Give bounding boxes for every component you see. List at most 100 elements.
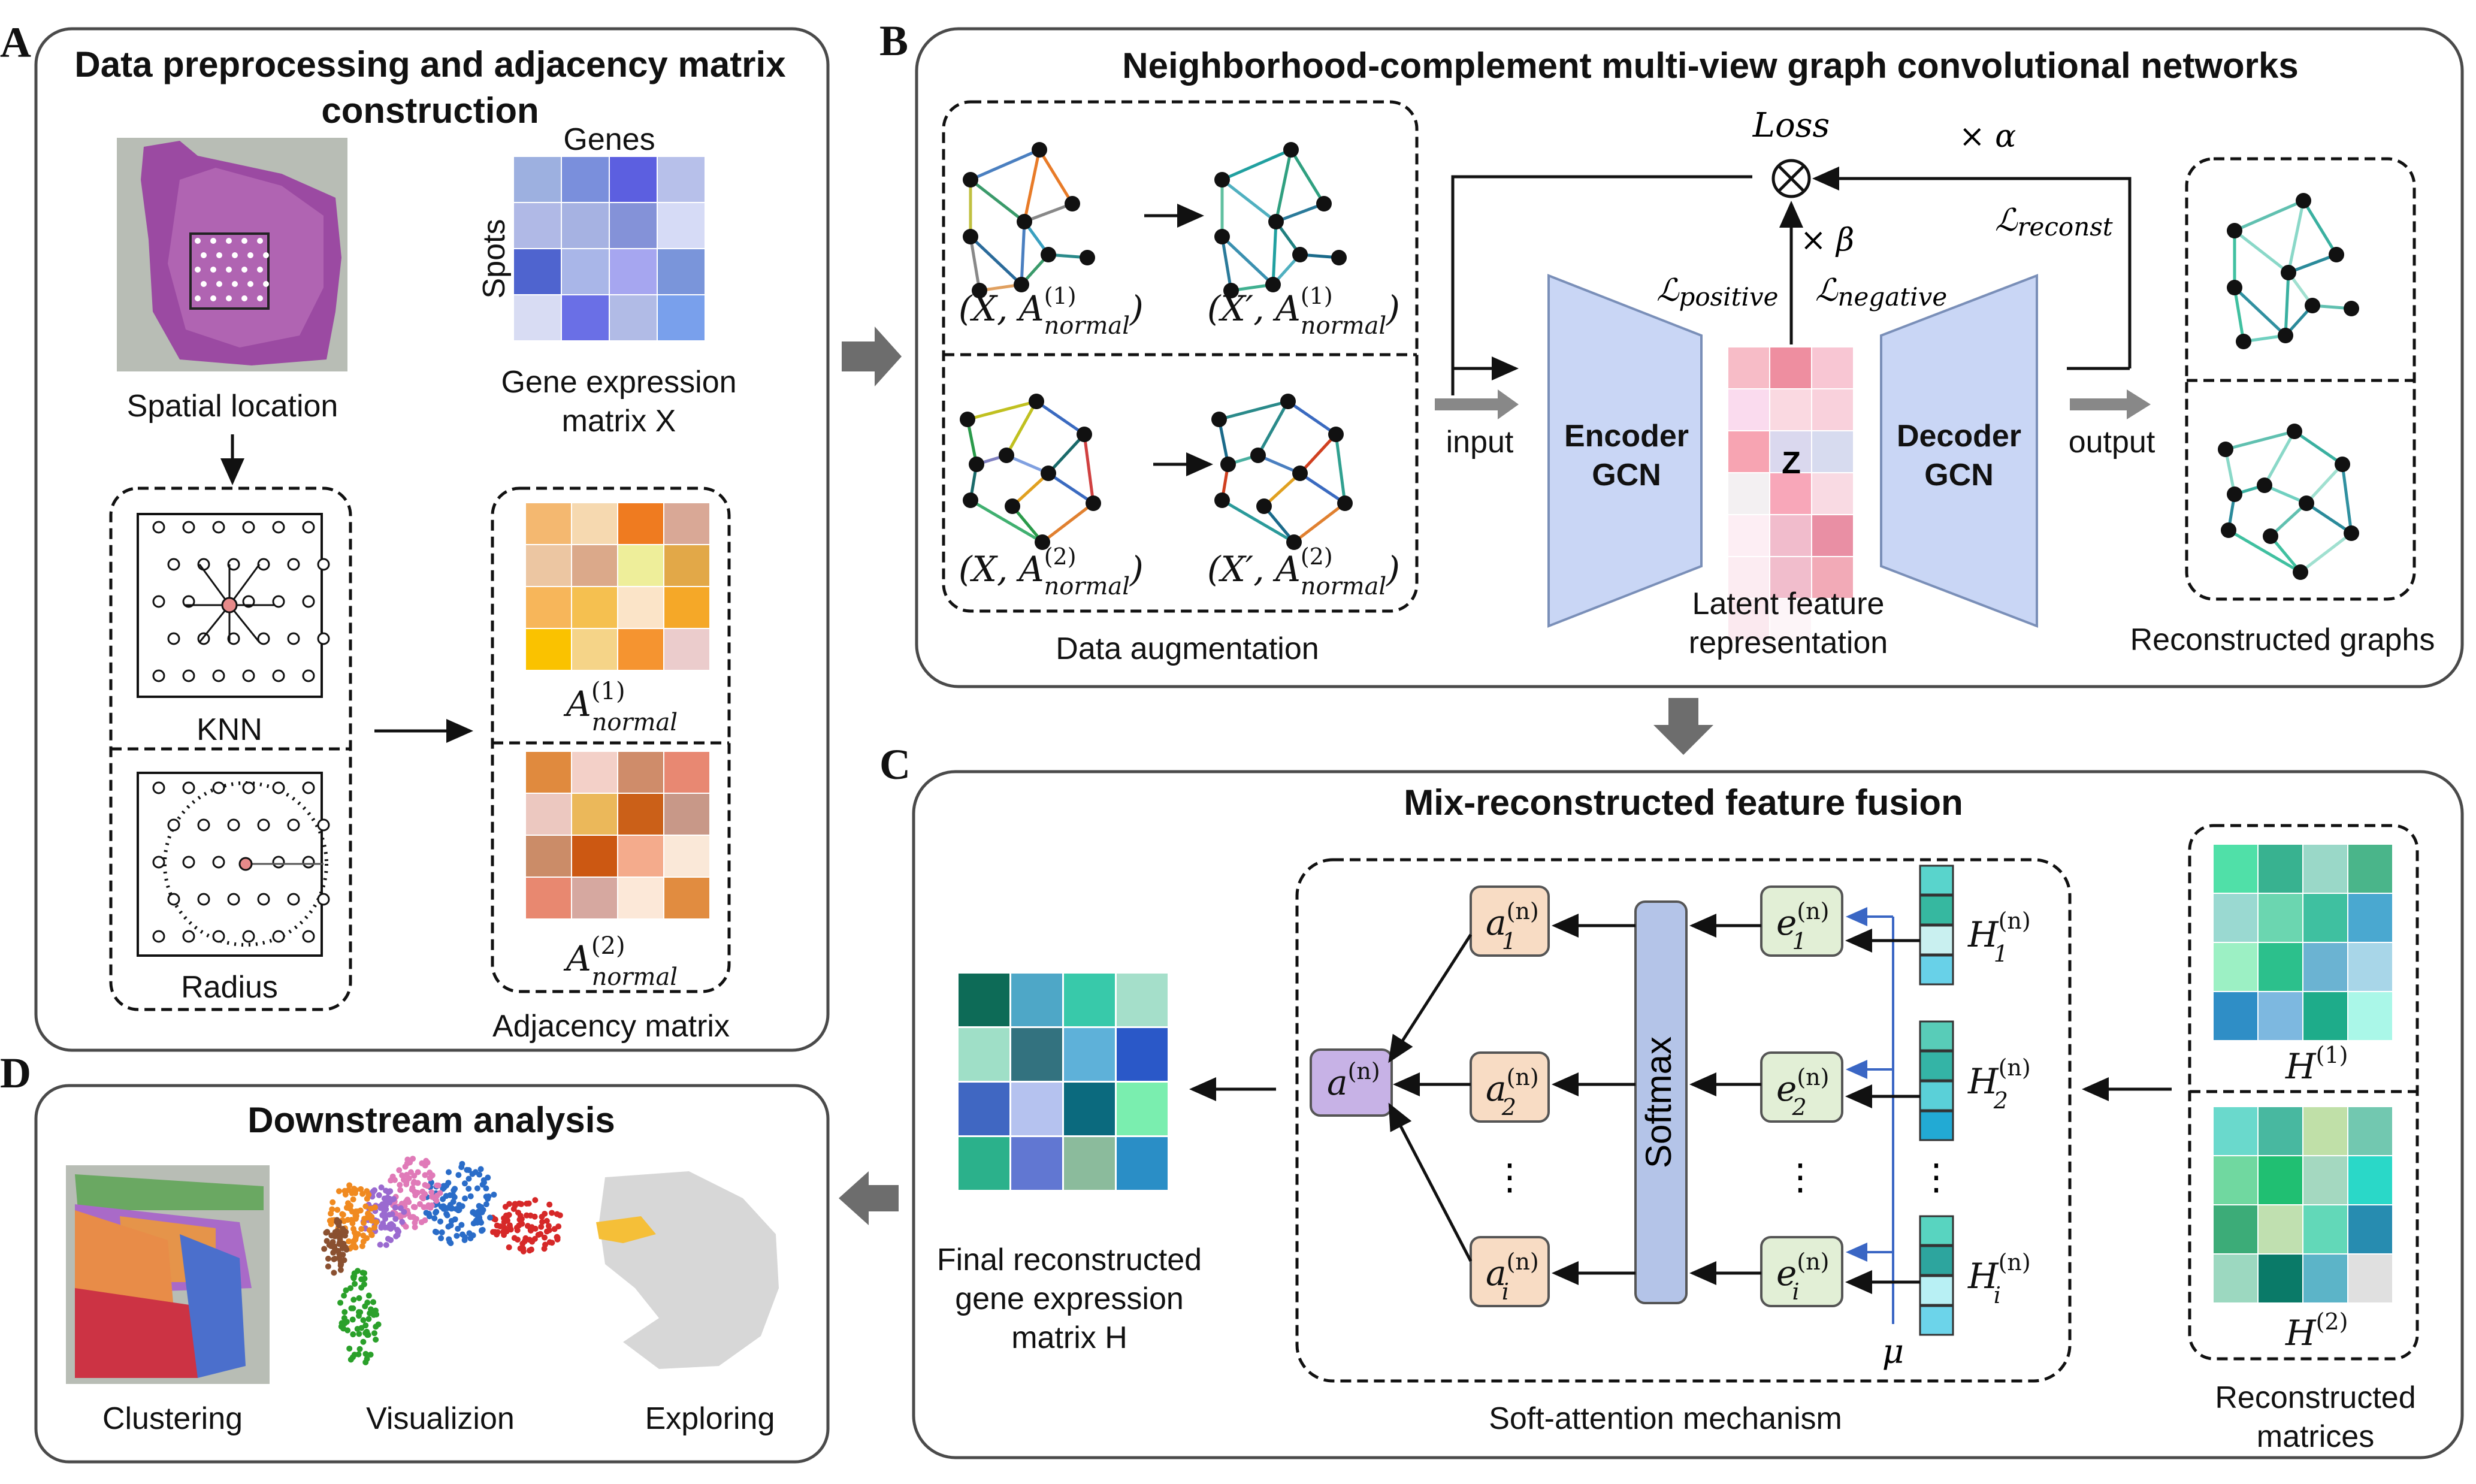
- scatter-point: [542, 1241, 549, 1248]
- graph-a1-node: [963, 229, 978, 244]
- h1-matrix-cell: [2303, 992, 2347, 1040]
- graph-a2-edge: [1047, 472, 1095, 505]
- scatter-point: [527, 1237, 533, 1243]
- decoder-gcn: [1880, 274, 2038, 628]
- scatter-point: [459, 1160, 465, 1167]
- scatter-point: [332, 1233, 338, 1240]
- scatter-point: [359, 1243, 365, 1249]
- scatter-point: [485, 1174, 491, 1181]
- graph-a1-edge: [1020, 221, 1026, 285]
- radius-spot: [257, 893, 270, 906]
- scatter-point: [360, 1220, 367, 1226]
- scatter-point: [431, 1215, 438, 1222]
- a1-box: [1470, 885, 1550, 957]
- knn-spot: [227, 558, 240, 571]
- radius-spot: [317, 893, 330, 906]
- scatter-point: [514, 1227, 521, 1234]
- soft-attention-label: Soft-attention mechanism: [1489, 1401, 1842, 1436]
- recon-graph-2-edge: [2299, 532, 2353, 573]
- radius-spot: [152, 856, 165, 869]
- scatter-point: [424, 1183, 431, 1189]
- scatter-point: [356, 1308, 362, 1315]
- gene-matrix-cell: [514, 249, 561, 294]
- a2-matrix-cell: [526, 878, 571, 918]
- graph-a2-node: [1041, 466, 1056, 481]
- ai-box: [1470, 1236, 1550, 1307]
- gene-matrix-cell: [562, 249, 609, 294]
- scatter-point: [546, 1201, 553, 1208]
- h-bar-cell: [1919, 1275, 1954, 1306]
- a2-matrix-cell: [618, 836, 663, 877]
- graph-b1-node: [1283, 142, 1299, 158]
- tissue-spot: [226, 238, 232, 244]
- data-augmentation-box: [942, 100, 1419, 613]
- h-bar-cell: [1919, 1245, 1954, 1276]
- recon-matrices-line2: matrices: [2257, 1419, 2374, 1454]
- recon-graph-2-edge: [2269, 502, 2308, 537]
- scatter-point: [452, 1216, 458, 1223]
- scatter-point: [483, 1185, 489, 1192]
- scatter-point: [447, 1202, 454, 1208]
- scatter-point: [362, 1350, 369, 1357]
- recon-matrices-line1: Reconstructed: [2215, 1380, 2415, 1415]
- graph-b2-node: [1214, 492, 1230, 508]
- scatter-point: [475, 1208, 482, 1215]
- scatter-point: [358, 1186, 364, 1192]
- radius-spot: [272, 856, 285, 869]
- scatter-point: [371, 1330, 377, 1337]
- graph-b1-node: [1316, 196, 1332, 211]
- scatter-point: [347, 1356, 354, 1363]
- reconst-loop: [1812, 167, 2132, 368]
- softmax-box: [1634, 900, 1688, 1304]
- knn-spot: [317, 632, 330, 645]
- knn-spot: [152, 521, 165, 534]
- scatter-point: [383, 1187, 389, 1194]
- scatter-point: [412, 1224, 418, 1231]
- a2-matrix-cell: [618, 752, 663, 793]
- graph-b2-node: [1256, 498, 1272, 514]
- alpha-label: × α: [1959, 119, 2016, 155]
- scatter-point: [542, 1210, 548, 1217]
- graph-a2-edge: [967, 400, 1037, 421]
- scatter-point: [365, 1292, 372, 1299]
- scatter-point: [439, 1229, 445, 1236]
- reconstructed-graph-nodes: [2218, 193, 2359, 580]
- radius-spot: [167, 818, 180, 832]
- scatter-point: [428, 1202, 435, 1209]
- graph-a1-node: [1032, 142, 1047, 158]
- graph-a2-node: [1005, 498, 1020, 514]
- a1-matrix-cell: [664, 587, 709, 628]
- knn-grid: [152, 521, 330, 682]
- scatter-point: [542, 1234, 548, 1241]
- reconstructed-graphs-label: Reconstructed graphs: [2130, 622, 2435, 657]
- h2-matrix-cell: [2348, 1205, 2392, 1253]
- scatter-point: [451, 1194, 458, 1201]
- panel-d-title: Downstream analysis: [247, 1100, 615, 1140]
- graph-b1-edge: [1275, 202, 1325, 223]
- radius-spot: [302, 856, 315, 869]
- gene-matrix-cell: [514, 203, 561, 248]
- graph-b2-edge: [1263, 505, 1295, 543]
- scatter-point: [467, 1235, 474, 1241]
- a2-matrix-cell: [664, 752, 709, 793]
- graph-b2-node: [1286, 534, 1302, 550]
- visualization-scatter: [321, 1156, 563, 1365]
- final-matrix-cell: [1117, 1137, 1168, 1190]
- scatter-point: [371, 1224, 377, 1231]
- scatter-point: [506, 1244, 512, 1250]
- scatter-point: [331, 1256, 338, 1262]
- radius-spot: [212, 856, 225, 869]
- scatter-point: [364, 1195, 370, 1202]
- exploring-label: Exploring: [645, 1401, 775, 1436]
- softmax-label: Softmax: [1638, 1036, 1679, 1168]
- scatter-point: [378, 1184, 385, 1190]
- knn-edge: [198, 564, 231, 606]
- h-bars: [1919, 865, 1954, 1336]
- knn-spot: [287, 632, 300, 645]
- scatter-point: [501, 1219, 507, 1225]
- graph-a1-edge: [969, 235, 1023, 286]
- a1-matrix-cell: [572, 545, 617, 586]
- h2-matrix-cell: [2303, 1107, 2347, 1155]
- recon-graph-2-edge: [2227, 528, 2302, 574]
- recon-graph-1-edge: [2233, 229, 2290, 274]
